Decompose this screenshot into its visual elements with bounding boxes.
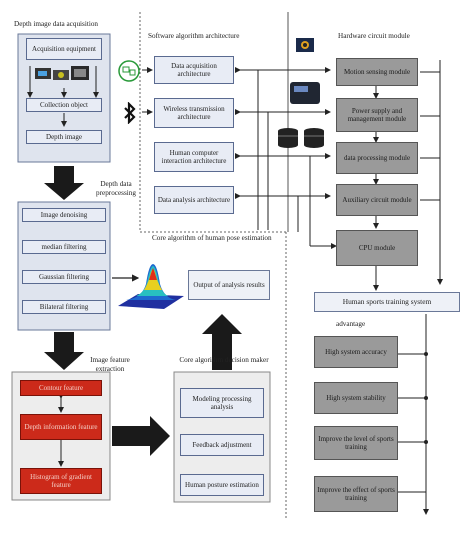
big-arrow-decision-to-output [202,314,242,370]
advantage-item-level: Improve the level of sports training [314,426,398,460]
hardware-item-power: Power supply and management module [336,98,418,132]
hardware-item-motion: Motion sensing module [336,58,418,86]
software-item-data-analysis: Data analysis architecture [154,186,234,214]
software-title: Software algorithm architecture [148,32,240,40]
feature-item-depth: Depth information feature [20,414,102,440]
data-acquisition-icon [118,60,140,82]
hardware-item-data-processing: data processing module [336,142,418,174]
big-arrow-feature-to-decision [112,416,170,456]
acquisition-title: Depth image data acquisition [14,20,99,28]
feature-title: Image feature extraction [90,356,130,373]
big-arrow-pre-to-feature [44,332,84,370]
advantage-title: advantage [336,320,366,328]
hardware-title: Hardware circuit module [338,32,410,40]
power-chip-icon [288,80,322,106]
software-item-data-acquisition: Data acquisition architecture [154,56,234,84]
hardware-item-cpu: CPU module [336,230,418,266]
decision-title: Core algorithm decision maker [179,356,269,364]
preprocess-item-median: median filtering [22,240,106,254]
acquisition-equipment-box: Acquisition equipment [26,38,102,60]
advantage-item-stability: High system stability [314,382,398,414]
feature-item-contour: Contour feature [20,380,102,396]
software-item-hci: Human computer interaction architecture [154,142,234,172]
advantage-item-effect: Improve the effect of sports training [314,476,398,512]
hardware-item-auxiliary: Auxiliary circuit module [336,184,418,216]
storage-disks-icon [276,126,328,150]
feature-item-histogram: Histogram of gradient feature [20,468,102,494]
training-system-box: Human sports training system [314,292,460,312]
decision-item-feedback: Feedback adjustment [180,434,264,456]
software-item-wireless: Wireless transmission architecture [154,98,234,128]
preprocessing-title: Depth data preprocessing [96,180,136,197]
bluetooth-icon [122,101,138,125]
collection-object-box: Collection object [26,98,102,112]
preprocess-item-denoising: Image denoising [22,208,106,222]
big-arrow-acq-to-pre [44,166,84,200]
depth-image-box: Depth image [26,130,102,144]
core-pose-label: Core algorithm of human pose estimation [152,234,272,242]
preprocess-item-gaussian: Gaussian filtering [22,270,106,284]
advantage-item-accuracy: High system accuracy [314,336,398,368]
decision-item-posture: Human posture estimation [180,474,264,496]
camera-devices-icon [34,64,92,86]
gaussian-surface-plot-icon [118,262,184,310]
preprocess-item-bilateral: Bilateral filtering [22,300,106,314]
decision-item-modeling: Modeling processing analysis [180,388,264,418]
output-results-box: Output of analysis results [188,270,270,300]
sensor-camera-icon [290,34,320,56]
